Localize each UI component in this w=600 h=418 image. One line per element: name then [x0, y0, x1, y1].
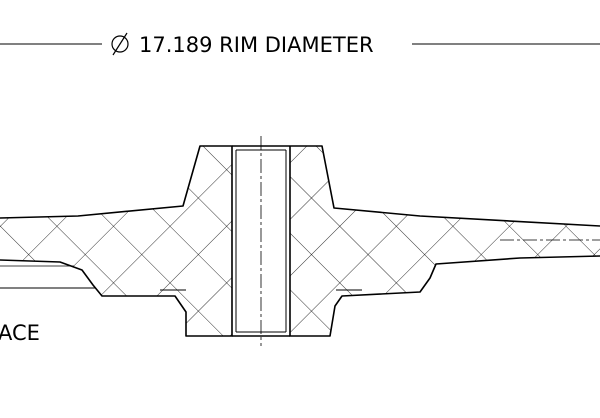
face-label: ACE	[0, 321, 40, 345]
section-outline-right	[289, 145, 600, 337]
rim-diameter-dimension: 17.189 RIM DIAMETER	[0, 32, 600, 57]
diameter-symbol-icon	[111, 32, 129, 56]
section-outline-left	[0, 145, 233, 337]
rim-diameter-value: 17.189 RIM DIAMETER	[139, 33, 374, 57]
